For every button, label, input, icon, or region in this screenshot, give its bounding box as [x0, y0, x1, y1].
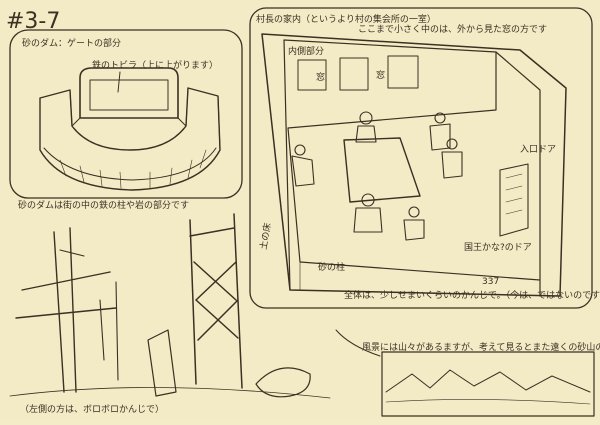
room-walls — [283, 39, 541, 297]
pillar-left-sketch — [15, 227, 117, 393]
pillar-left-beams — [59, 249, 119, 381]
window-label-right: 窓 — [376, 69, 385, 81]
room-outline — [261, 33, 567, 297]
room-panel-frame — [249, 7, 593, 309]
landscape-arrow — [335, 329, 381, 357]
gate-callout: 鉄のトビラ（上に上がります） — [92, 59, 218, 71]
corner-door-label: 国王かな?のドア — [464, 242, 532, 253]
pillars-scene: （左側の方は、ボロボロかんじで） — [9, 213, 331, 415]
table-sketch — [343, 137, 421, 203]
dam-inner-curve — [43, 147, 217, 181]
landscape-note: 風景には山々があるますが、考えて見るとまた遠くの砂山の中、向こうで出ているかんじ… — [362, 341, 600, 353]
figure-body — [353, 207, 383, 233]
figure-body — [403, 219, 425, 241]
mountain-ridge — [385, 369, 591, 393]
debris-arch-sketch — [255, 367, 311, 398]
figure-head — [361, 193, 375, 207]
dam-wall-lines — [39, 87, 221, 151]
inner-wall-label: 内側部分 — [288, 45, 324, 57]
figure-head — [294, 144, 306, 156]
window-right-sketch — [387, 55, 419, 89]
gate-callout-line — [117, 71, 121, 93]
figure-body — [291, 155, 315, 187]
window-callout: ここまで小さく中のは、外から見た窓の方です — [358, 23, 547, 35]
landscape-panel: 風景には山々があるますが、考えて見るとまた遠くの砂山の中、向こうで出ているかんじ… — [335, 329, 600, 417]
gate-door-sketch — [71, 79, 187, 127]
horizon-line — [385, 399, 591, 405]
room-depth-lines — [299, 49, 567, 291]
landscape-frame — [381, 351, 595, 417]
door-label: 入口ドア — [520, 144, 556, 155]
bottom-note: （左側の方は、ボロボロかんじで） — [20, 403, 164, 415]
dam-hatching — [59, 149, 207, 189]
room-interior-panel: 村長の家内（というより村の集会所の一室） ここまで小さく中のは、外から見た窓の方… — [249, 7, 600, 309]
pillars-caption: 砂のダムは街の中の鉄の柱や岩の部分です — [18, 199, 189, 211]
figure-body — [355, 125, 377, 143]
pillar-tower-sketch — [189, 213, 243, 389]
fallen-slab-sketch — [147, 329, 177, 397]
figure-head — [408, 206, 420, 218]
window-left-sketch — [297, 59, 327, 91]
dam-body-sketch — [39, 87, 221, 191]
window-label-left: 窓 — [316, 71, 325, 83]
window-mid-sketch — [339, 57, 369, 91]
figure-head — [446, 138, 458, 150]
floor-label: 土の床 — [257, 222, 274, 251]
dam-gate-panel: 砂のダム：ゲートの部分 鉄のトビラ（上に上がります） — [9, 29, 243, 199]
figure-head — [434, 112, 446, 124]
side-door-sketch — [499, 163, 529, 237]
lighting-note: 全体は、少しせまいくらいのかんじで。（今は、ではないのですが少し暗め、温度な感じ… — [344, 289, 600, 301]
gate-frame-sketch — [79, 67, 179, 119]
figure-body — [441, 151, 463, 179]
dam-caption: 砂のダム：ゲートの部分 — [22, 37, 121, 49]
figure-head — [359, 111, 373, 125]
room-caption: 村長の家内（というより村の集会所の一室） — [256, 13, 436, 25]
pillar-label: 砂の柱 — [318, 261, 345, 273]
ground-line — [9, 387, 331, 399]
side-door-slats — [505, 173, 523, 215]
dam-panel-frame — [9, 29, 243, 199]
small-number-label: 337 — [482, 277, 499, 287]
